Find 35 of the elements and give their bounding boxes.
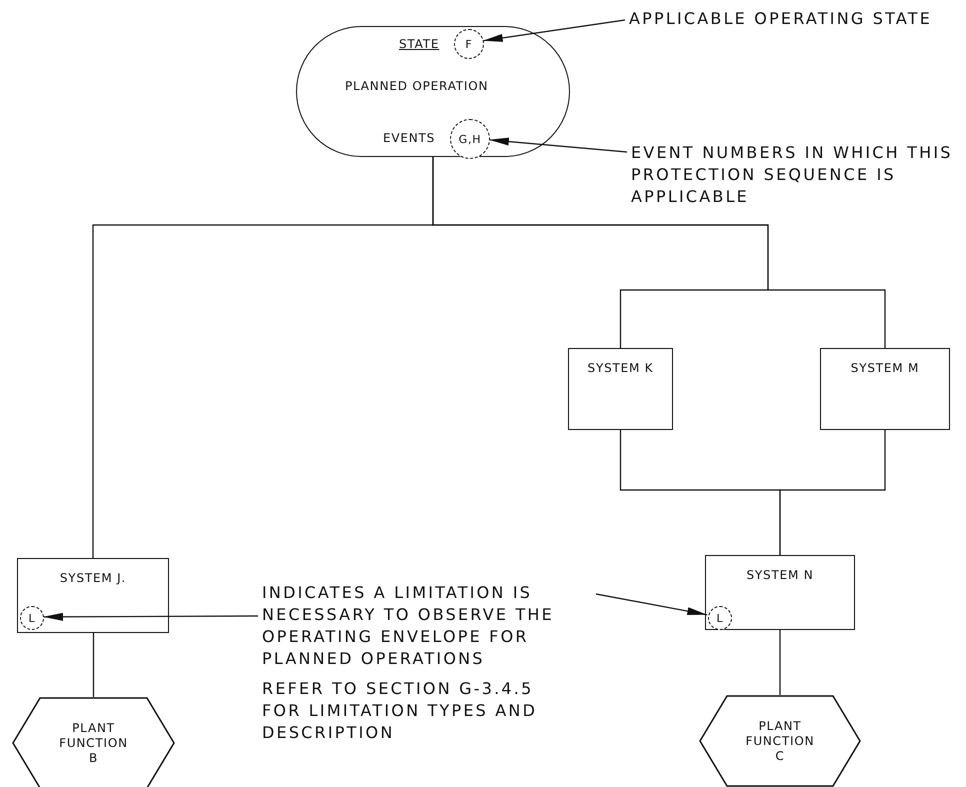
- reference-letter: L: [28, 610, 36, 626]
- node-label: STATE: [399, 37, 440, 52]
- system-box: [17, 558, 169, 633]
- terminal-node: [296, 26, 570, 157]
- connector-line: [779, 430, 886, 555]
- system-box: [568, 348, 673, 430]
- node-label: PLANNED OPERATION: [345, 79, 488, 94]
- connector-line: [432, 157, 886, 348]
- node-label: PLANT FUNCTION B: [58, 720, 129, 766]
- reference-letter: L: [716, 610, 724, 626]
- node-label: SYSTEM J.: [58, 571, 128, 586]
- node-label: SYSTEM M: [850, 361, 920, 376]
- leader-line: [488, 138, 628, 153]
- function-hexagon: [12, 697, 175, 787]
- reference-letter: F: [465, 36, 473, 52]
- connector-line: [92, 632, 94, 697]
- callout-text: INDICATES A LIMITATION IS NECESSARY TO OBSERVE THE OPERATING ENVELOPE FOR PLANNED OPERATIONS: [262, 582, 555, 670]
- system-box: [820, 348, 950, 430]
- note-text: REFER TO SECTION G-3.4.5 FOR LIMITATION TYPES AND DESCRIPTION: [262, 678, 538, 744]
- leader-line: [596, 593, 708, 616]
- callout-text: APPLICABLE OPERATING STATE: [629, 8, 934, 30]
- reference-circle: [20, 606, 44, 630]
- leader-line: [482, 19, 626, 42]
- reference-circle: [454, 29, 484, 59]
- node-label: SYSTEM K: [586, 361, 654, 376]
- callout-text: EVENT NUMBERS IN WHICH THIS PROTECTION SEQUENCE IS APPLICABLE: [631, 142, 954, 208]
- connector-line: [779, 629, 781, 695]
- node-label: PLANT FUNCTION C: [744, 718, 816, 764]
- reference-circle: [708, 606, 732, 630]
- node-label: SYSTEM N: [745, 568, 815, 583]
- function-hexagon: [699, 695, 861, 787]
- leader-line: [43, 612, 258, 621]
- system-box: [705, 555, 855, 630]
- node-label: EVENTS: [383, 131, 436, 146]
- reference-letter: G,H: [458, 132, 482, 146]
